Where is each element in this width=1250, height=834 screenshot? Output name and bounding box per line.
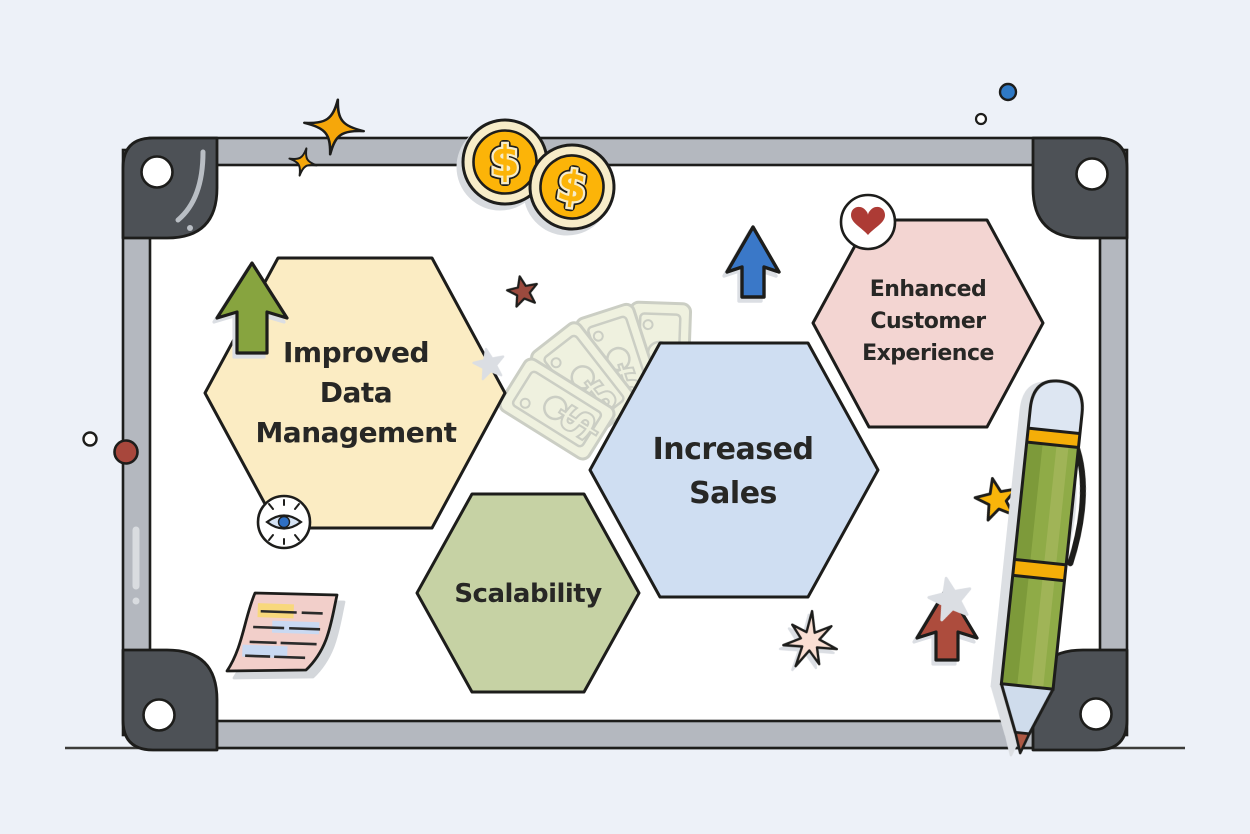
dot-white: [974, 112, 988, 126]
sticky-note-icon: [225, 591, 339, 673]
starburst-icon: [782, 609, 839, 668]
frame-screws: [140, 155, 1113, 732]
hexagon-shape: [588, 341, 880, 599]
eye-icon: [256, 494, 312, 550]
screw-icon: [142, 698, 176, 732]
arrow-up-icon-green: [215, 261, 289, 355]
dollar-glyph: $: [554, 160, 590, 213]
dot-red: [113, 439, 139, 465]
star-icon-red: [505, 275, 538, 308]
hexagon-shape: [415, 492, 641, 694]
hexagon-enhanced-customer-experience: Enhanced Customer Experience: [811, 218, 1045, 429]
pen-body-shade: [1001, 575, 1029, 686]
hexagon-label-line: Data: [320, 376, 392, 409]
pen-cap: [1026, 379, 1084, 436]
pen-body-shade: [1014, 442, 1043, 562]
coins: $ $ $ $ $ $: [461, 118, 616, 231]
frame-bar-right: [1098, 148, 1129, 737]
dot-white: [82, 431, 98, 447]
pen-body-highlight: [1031, 578, 1055, 689]
arrow-up-icon-red: [915, 586, 979, 662]
dollar-glyph: $: [490, 137, 519, 186]
hexagon-label-line: Improved: [283, 336, 429, 369]
coin-icon: $ $ $: [528, 143, 616, 231]
banknote-icon: $: [498, 357, 616, 461]
pen-body-highlight: [1044, 445, 1069, 564]
hexagon-improved-data-management: Improved Data Management: [203, 256, 507, 530]
hexagon-label-line: Sales: [689, 476, 777, 511]
corner-highlight-dot: [187, 225, 193, 231]
screw-icon: [140, 155, 174, 189]
screw-icon: [1075, 157, 1109, 191]
frame-bar-bottom: [148, 719, 1102, 750]
pen-tip: [1014, 731, 1031, 755]
hexagon-label-line: Scalability: [454, 579, 602, 609]
coin-icon: $ $ $: [461, 118, 549, 206]
arrow-up-icon-blue: [725, 225, 781, 299]
frame-corner-top-right: [1031, 136, 1129, 240]
hexagon-label-line: Customer: [870, 309, 986, 334]
hexagon-increased-sales: Increased Sales: [588, 341, 880, 599]
hexagon-label-line: Increased: [653, 432, 814, 467]
heart-icon: [851, 206, 885, 235]
pen-icon: [999, 379, 1086, 755]
frame-corner-bottom-left: [121, 648, 219, 752]
hexagon-label-line: Experience: [862, 341, 994, 366]
hexagon-scalability: Scalability: [415, 492, 641, 694]
dollar-glyph: $: [490, 137, 519, 186]
corner-highlight: [175, 149, 206, 223]
hexagon-label-line: Management: [255, 416, 456, 449]
note-content: [242, 603, 323, 660]
frame-highlight-dot: [132, 597, 140, 605]
heart-badge-icon: [839, 193, 897, 251]
sparkle-icon: [302, 98, 366, 156]
star-icon-yellow: [973, 477, 1018, 522]
dollar-glyph: $: [490, 137, 519, 186]
sparkle-icon-small: [288, 147, 318, 177]
dot-blue: [998, 82, 1018, 102]
screw-icon: [1079, 697, 1113, 731]
hexagon-label-line: Enhanced: [870, 277, 987, 302]
